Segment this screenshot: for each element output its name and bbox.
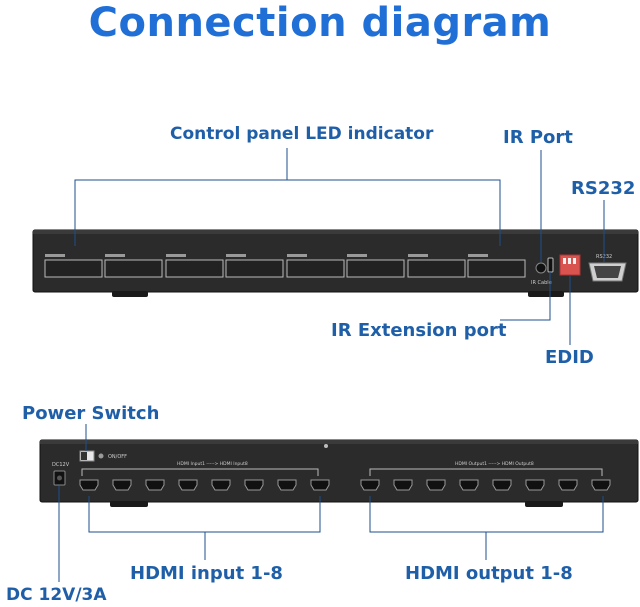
label-power-switch: Power Switch — [22, 403, 160, 424]
label-ir-extension-port: IR Extension port — [331, 320, 507, 341]
label-hdmi-input: HDMI input 1-8 — [130, 563, 283, 584]
hdmi-output-port — [591, 479, 611, 491]
ir-extension-jack — [547, 257, 554, 273]
ir-cable-mark: IR Cable — [531, 280, 552, 286]
dc-mark: DC12V — [52, 462, 70, 468]
ir-port-jack — [535, 262, 547, 274]
hdmi-output-port — [492, 479, 512, 491]
led-module — [165, 254, 224, 278]
hdmi-output-port — [525, 479, 545, 491]
hdmi-output-port — [426, 479, 446, 491]
hdmi-output-port — [558, 479, 578, 491]
hdmi-input-port — [145, 479, 165, 491]
edid-dip-switch — [559, 254, 581, 276]
hdmi-output-port — [459, 479, 479, 491]
label-rs232: RS232 — [571, 178, 636, 199]
hdmi-input-port — [79, 479, 99, 491]
hdmi-input-port — [211, 479, 231, 491]
hdmi-input-port — [112, 479, 132, 491]
control-panel-device: IR Cable RS232 — [32, 229, 639, 297]
hdmi-panel-device: DC12V ON/OFF HDMI Input1 -----> HDMI Inp… — [39, 439, 639, 507]
hdmi-input-port — [244, 479, 264, 491]
hdmi-input-mark: HDMI Input1 -----> HDMI Input8 — [177, 461, 248, 467]
on-off-mark: ON/OFF — [108, 454, 127, 460]
power-switch-rocker — [79, 450, 104, 462]
label-hdmi-output: HDMI output 1-8 — [405, 563, 573, 584]
led-module — [225, 254, 284, 278]
label-ir-port: IR Port — [503, 127, 573, 148]
diagram-title: Connection diagram — [88, 0, 552, 46]
rs232-connector — [588, 262, 627, 282]
label-led-indicator: Control panel LED indicator — [170, 124, 434, 144]
hdmi-input-port — [178, 479, 198, 491]
led-module — [104, 254, 163, 278]
led-module — [467, 254, 526, 278]
led-module — [286, 254, 345, 278]
hdmi-input-port — [277, 479, 297, 491]
bottom-callout-lines — [58, 424, 604, 582]
hdmi-output-port — [360, 479, 380, 491]
label-edid: EDID — [545, 347, 594, 368]
led-module — [407, 254, 466, 278]
led-module — [44, 254, 103, 278]
label-dc-power: DC 12V/3A — [6, 585, 107, 605]
led-module — [346, 254, 405, 278]
hdmi-input-port — [310, 479, 330, 491]
hdmi-output-mark: HDMI Output1 -----> HDMI Output8 — [455, 461, 534, 467]
top-callout-lines — [74, 148, 605, 345]
hdmi-output-port — [393, 479, 413, 491]
